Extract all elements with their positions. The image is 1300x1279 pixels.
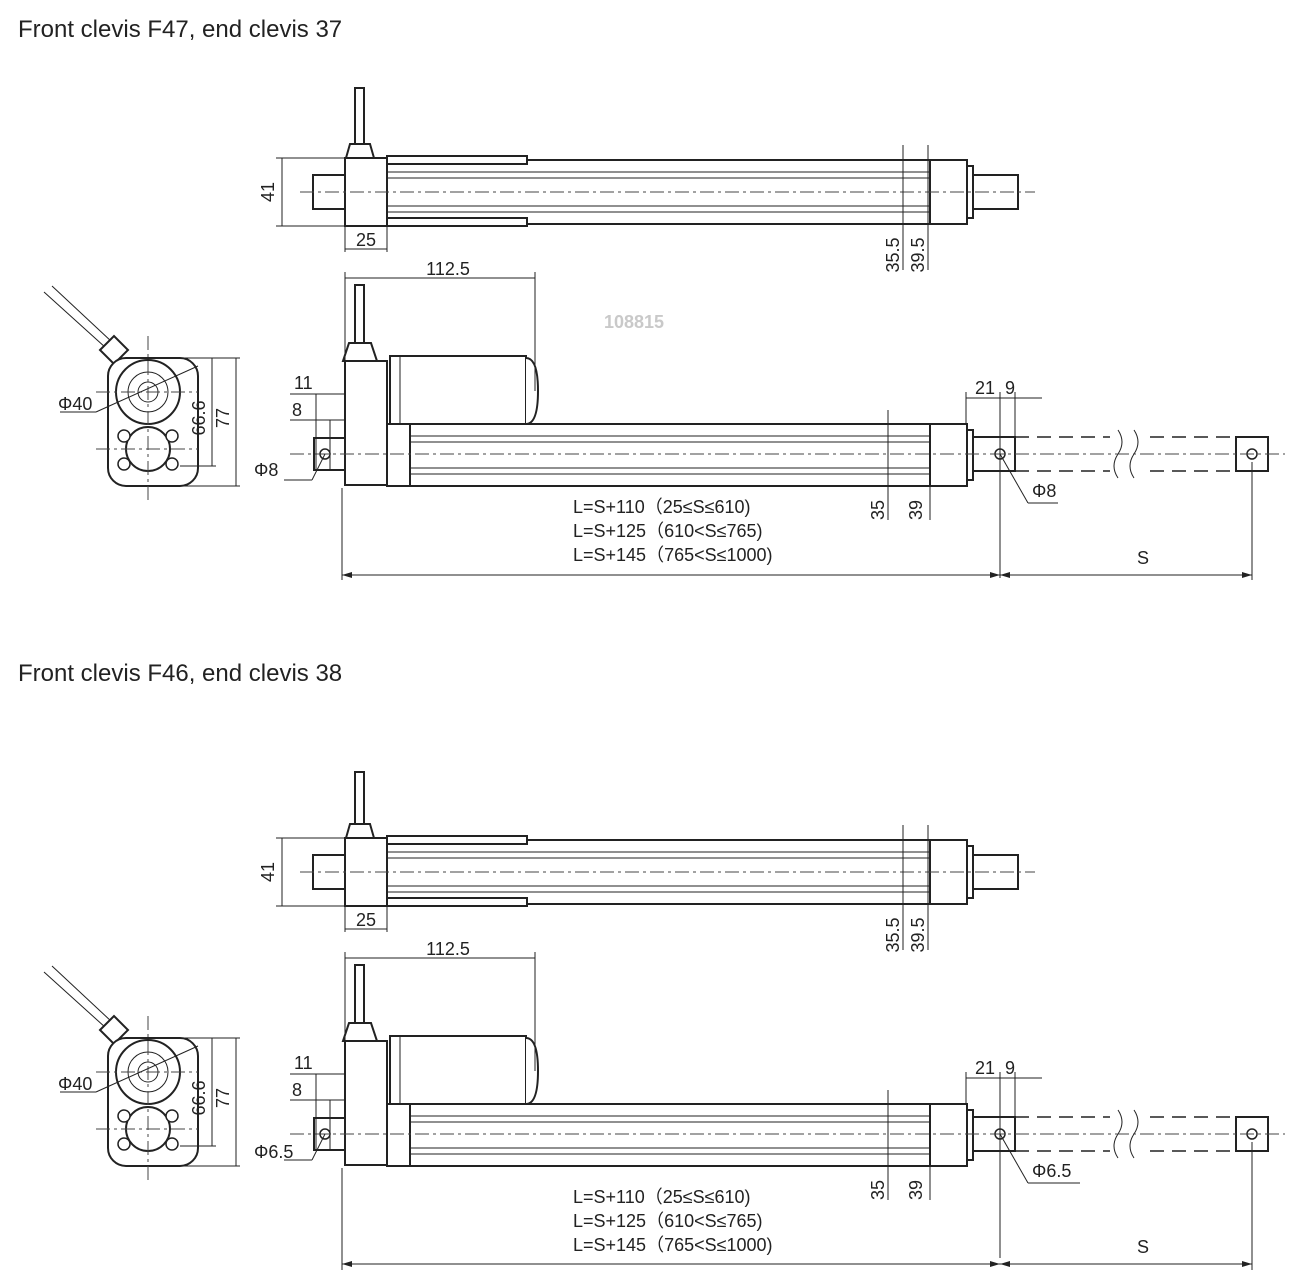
cable-gland-end — [98, 334, 130, 366]
side-view: 112.5 11 8 Φ8 21 9 Φ8 35 39 L=S+110（25≤S… — [254, 259, 1285, 580]
motor — [389, 355, 527, 425]
dim-front-b: 8 — [292, 400, 302, 420]
housing-side — [344, 360, 388, 486]
dim-front-b-2: 8 — [292, 1080, 302, 1100]
dim-stroke: S — [1137, 548, 1149, 568]
section-title-2: Front clevis F46, end clevis 38 — [18, 660, 343, 687]
dim-rear-a: 21 — [975, 378, 995, 398]
motor-2 — [389, 1035, 527, 1105]
formula-1: L=S+110（25≤S≤610) — [573, 497, 751, 517]
dim-end-h2-2: 77 — [213, 1088, 233, 1108]
dim-top-pos-a-2: 35.5 — [883, 917, 903, 952]
formula-2-2: L=S+125（610<S≤765) — [573, 1211, 763, 1231]
end-view: Φ40 66.6 77 — [43, 285, 240, 500]
dim-top-pos-b: 39.5 — [908, 237, 928, 272]
dim-end-diameter-2: Φ40 — [58, 1074, 92, 1094]
cable-top — [354, 87, 365, 145]
side-view-2: 112.5 11 8 Φ6.5 21 9 Φ6.5 35 39 L=S+110（… — [254, 939, 1285, 1270]
dim-side-a: 35 — [868, 500, 888, 520]
dim-top-width-2: 25 — [356, 910, 376, 930]
tube-side-2 — [386, 1103, 968, 1167]
dim-rear-a-2: 21 — [975, 1058, 995, 1078]
drawing-section-1: 41 25 35.5 39.5 Φ40 66.6 77 — [43, 87, 1285, 580]
dim-top-height-2: 41 — [258, 862, 278, 882]
top-view-2: 41 25 35.5 39.5 — [258, 771, 1035, 953]
dim-stroke-2: S — [1137, 1237, 1149, 1257]
dim-motor-length: 112.5 — [426, 259, 470, 279]
formula-1-2: L=S+110（25≤S≤610) — [573, 1187, 751, 1207]
dim-rear-b-2: 9 — [1005, 1058, 1015, 1078]
dim-front-hole-2: Φ6.5 — [254, 1142, 293, 1162]
dim-top-pos-a: 35.5 — [883, 237, 903, 272]
dim-top-height: 41 — [258, 182, 278, 202]
formula-3: L=S+145（765<S≤1000) — [573, 545, 773, 565]
dim-side-b-2: 39 — [906, 1180, 926, 1200]
dim-top-pos-b-2: 39.5 — [908, 917, 928, 952]
dim-end-h1: 66.6 — [189, 400, 209, 435]
dim-motor-length-2: 112.5 — [426, 939, 470, 959]
end-view-2: Φ40 66.6 77 — [43, 965, 240, 1180]
formula-2: L=S+125（610<S≤765) — [573, 521, 763, 541]
dim-rear-hole: Φ8 — [1032, 481, 1056, 501]
dim-side-a-2: 35 — [868, 1180, 888, 1200]
housing-side-2 — [344, 1040, 388, 1166]
dim-rear-hole-2: Φ6.5 — [1032, 1161, 1071, 1181]
dim-end-h1-2: 66.6 — [189, 1080, 209, 1115]
dim-end-diameter: Φ40 — [58, 394, 92, 414]
dim-end-h2: 77 — [213, 408, 233, 428]
cable-top-2 — [354, 771, 365, 825]
dim-top-width: 25 — [356, 230, 376, 250]
dim-front-hole: Φ8 — [254, 460, 278, 480]
section-title-1: Front clevis F47, end clevis 37 — [18, 16, 343, 43]
formula-3-2: L=S+145（765<S≤1000) — [573, 1235, 773, 1255]
dim-front-a-2: 11 — [294, 1053, 313, 1073]
drawing-section-2: 41 25 35.5 39.5 — [43, 771, 1285, 1270]
cable-side — [354, 284, 365, 344]
tube-side — [386, 423, 968, 487]
watermark-code: 108815 — [604, 312, 664, 332]
dim-front-a: 11 — [294, 373, 313, 393]
cable-gland-top — [344, 143, 376, 159]
dim-rear-b: 9 — [1005, 378, 1015, 398]
dim-side-b: 39 — [906, 500, 926, 520]
top-view: 41 25 35.5 39.5 — [258, 87, 1035, 273]
